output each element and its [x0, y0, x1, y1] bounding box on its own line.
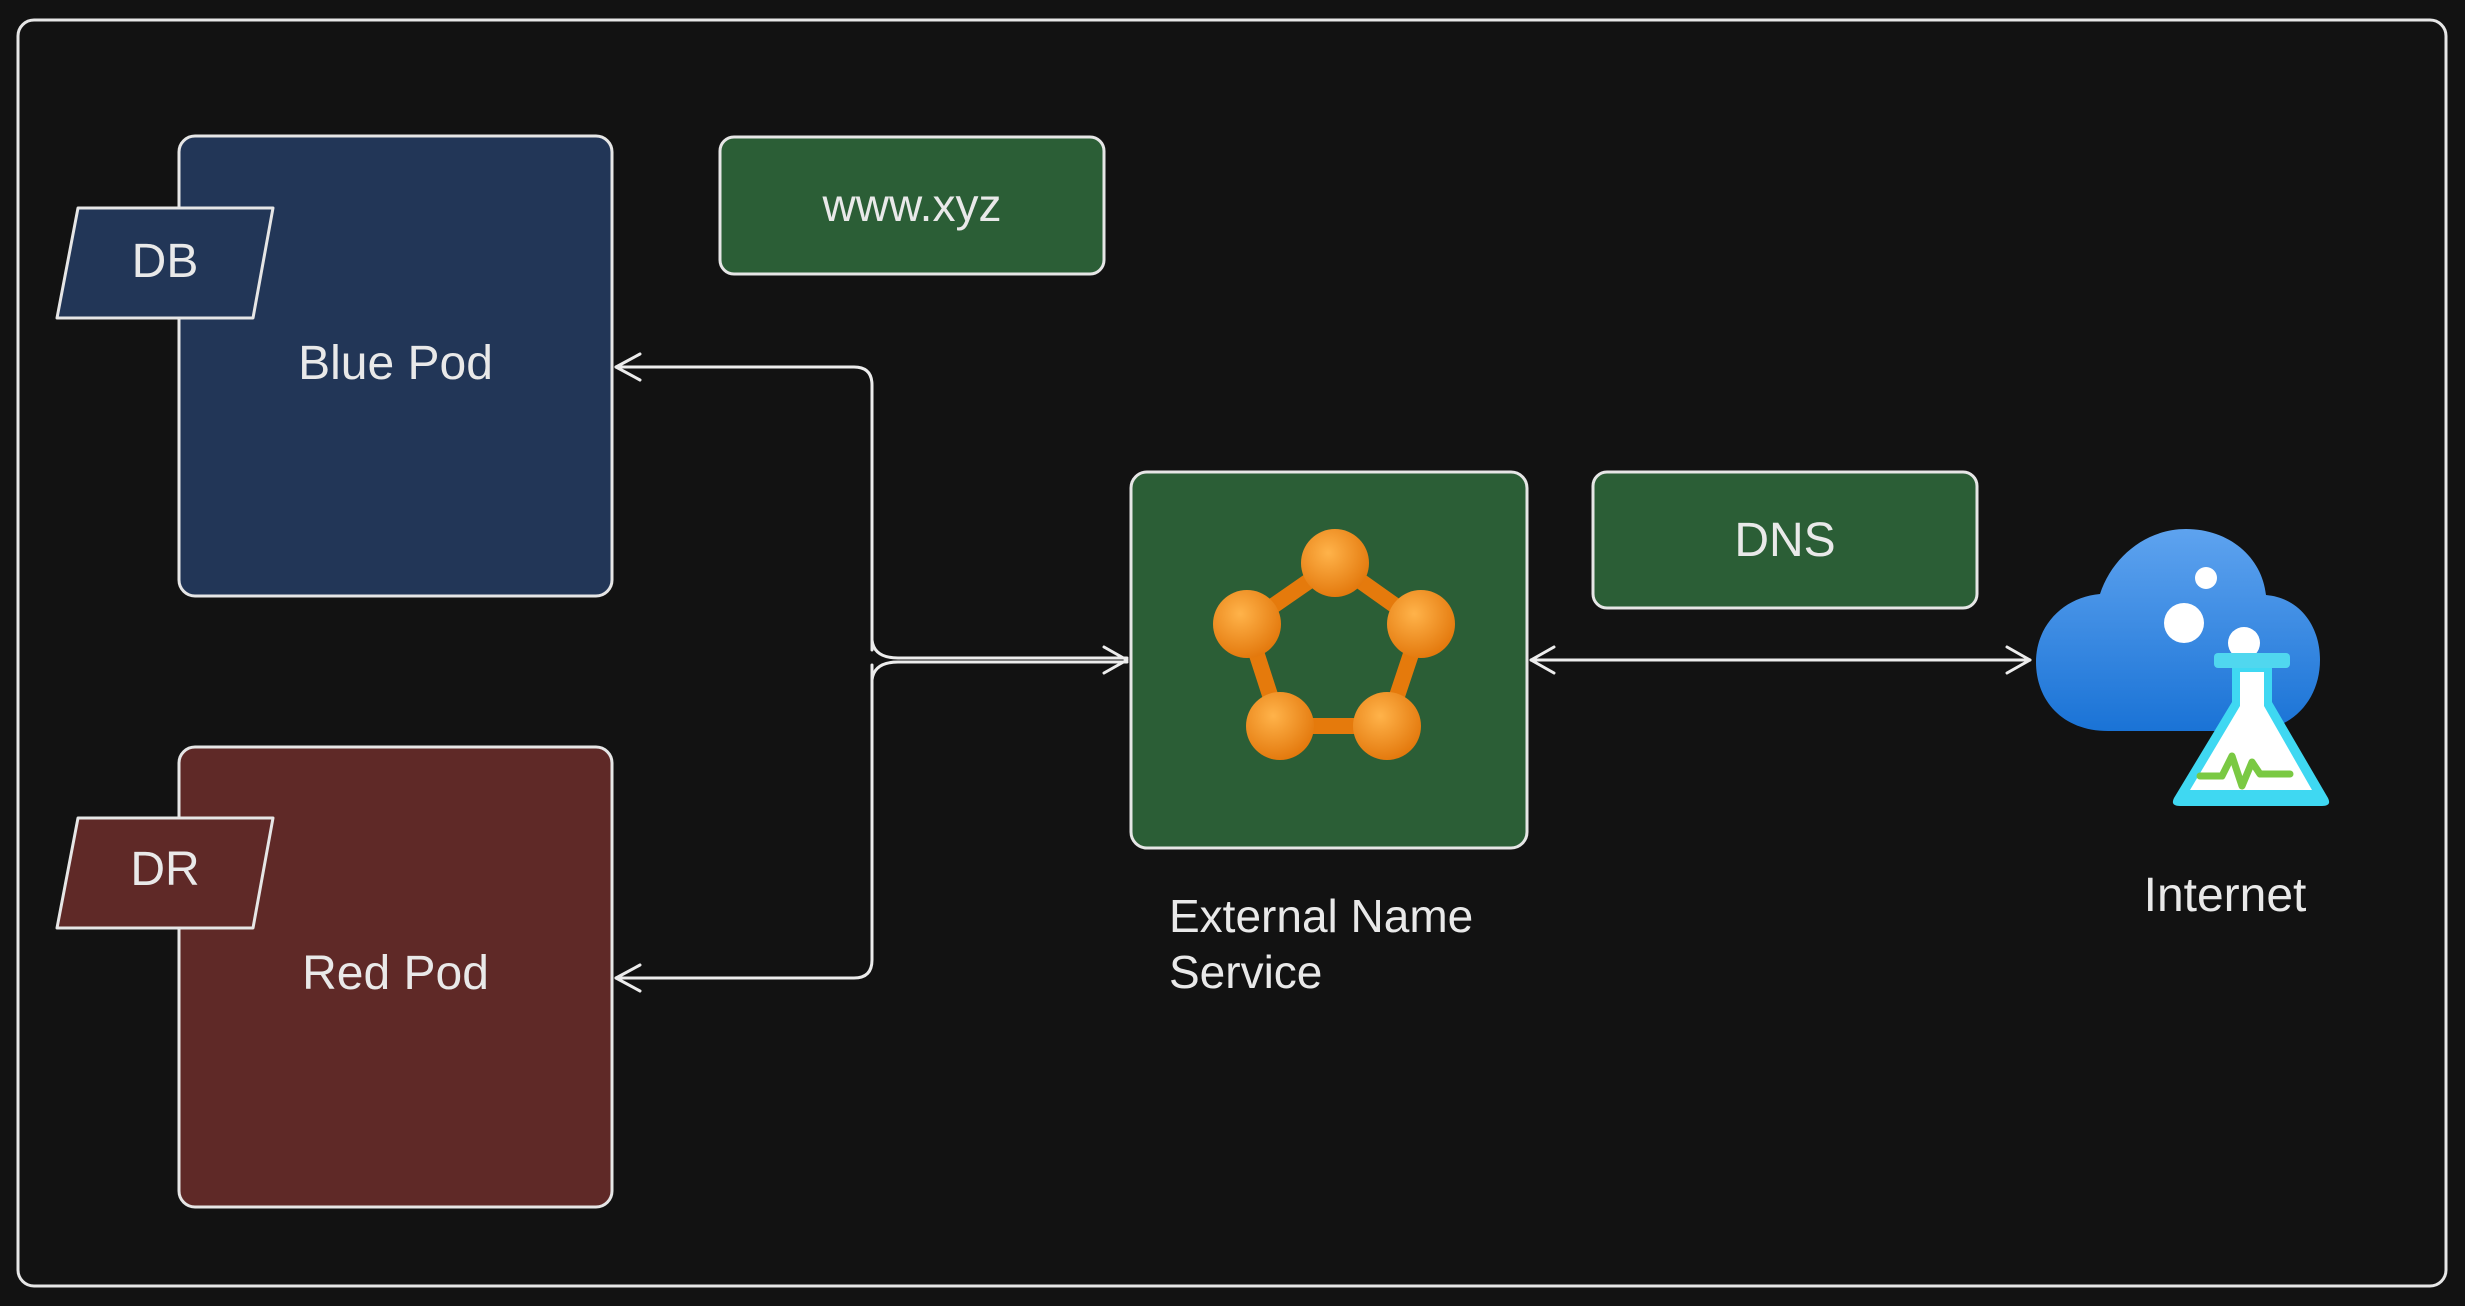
- red-pod-label: Red Pod: [302, 946, 489, 1000]
- external-name-service-label: External Name Service: [1169, 890, 1474, 998]
- blue-pod-tag-shape: [55, 206, 275, 320]
- red-pod-box[interactable]: [177, 745, 614, 1209]
- connector-lines: [614, 352, 2032, 993]
- arrowhead-red-pod: [614, 963, 642, 993]
- internet-label: Internet: [2143, 868, 2307, 922]
- dns-box-label: DNS: [1734, 513, 1836, 567]
- edge-brace-lower: [870, 660, 1129, 682]
- red-pod-tag-label: DR: [130, 842, 200, 896]
- blue-pod-label: Blue Pod: [298, 336, 493, 390]
- edge-service-to-blue-pod: [614, 365, 874, 652]
- arrowhead-service-left: [1529, 645, 1556, 675]
- dns-box[interactable]: [1591, 470, 1979, 610]
- arrowhead-internet: [2005, 645, 2032, 675]
- edge-brace-upper: [870, 638, 1129, 660]
- red-pod-tag-shape: [55, 816, 275, 930]
- domain-box-label: www.xyz: [822, 179, 1002, 231]
- cloud-flask-icon: [2036, 529, 2330, 806]
- blue-pod-tag-label: DB: [131, 234, 199, 288]
- edge-service-to-red-pod: [614, 663, 874, 980]
- blue-pod-box[interactable]: [177, 134, 614, 598]
- domain-box[interactable]: [718, 135, 1106, 276]
- network-pentagon-icon: [1213, 529, 1455, 760]
- arrowhead-blue-pod: [614, 352, 642, 382]
- arrowhead-service: [1102, 645, 1129, 675]
- outer-frame: [16, 18, 2448, 1288]
- external-name-service-box[interactable]: [1129, 470, 1529, 850]
